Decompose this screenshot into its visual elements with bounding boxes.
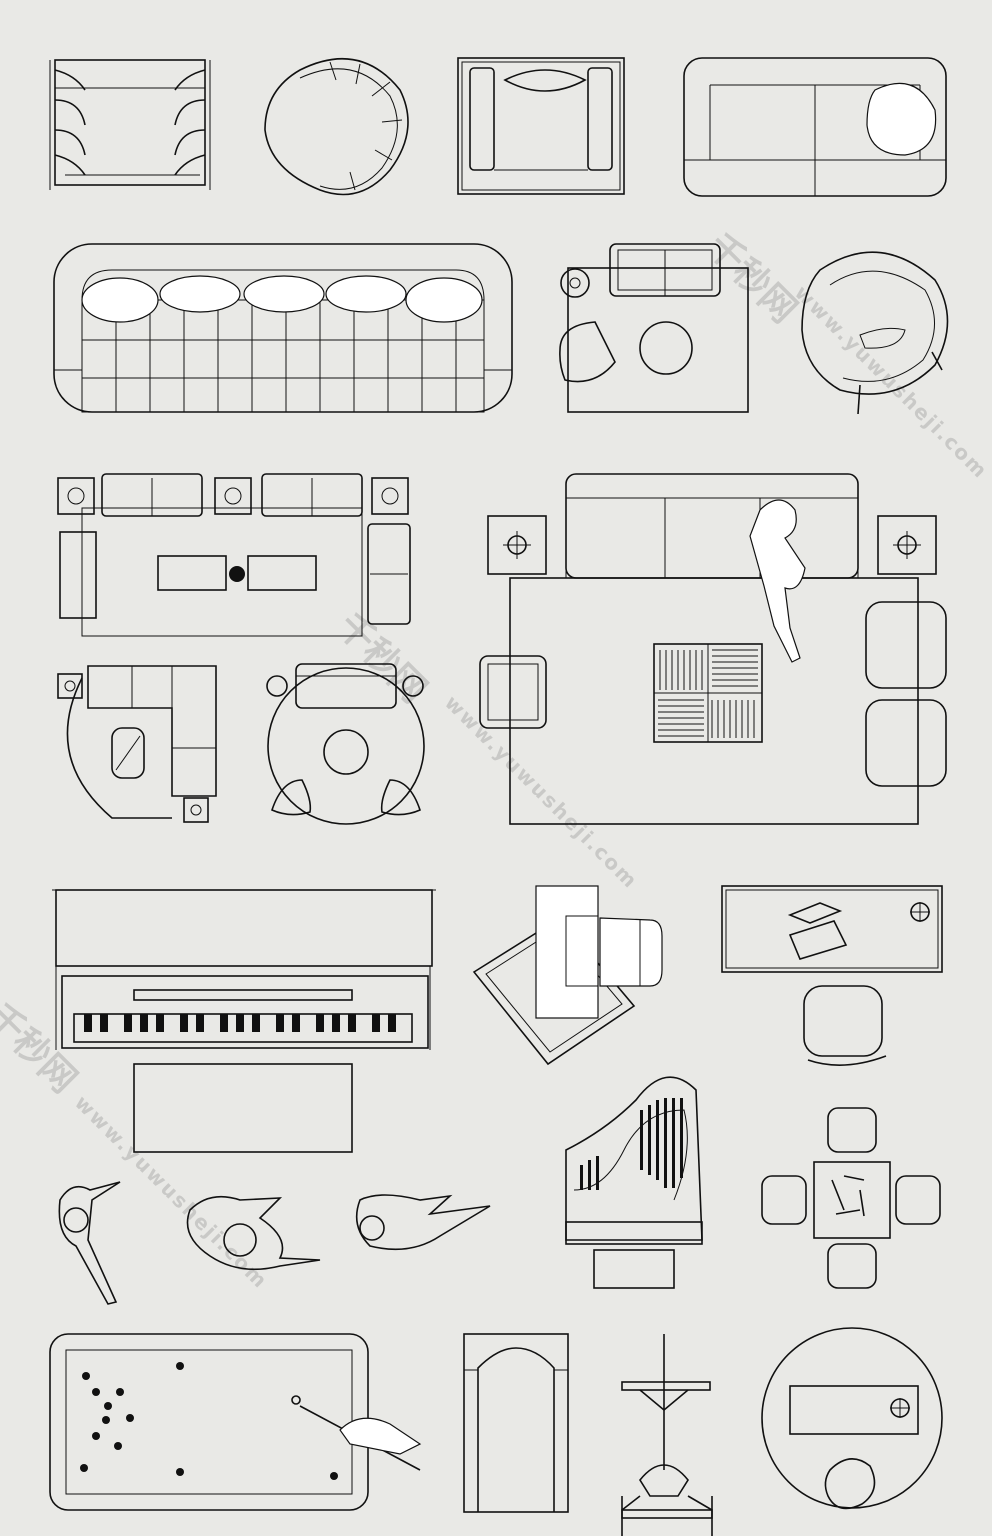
exercise-bike-icon xyxy=(621,1334,713,1536)
round-sofa-set-icon xyxy=(266,663,425,825)
office-desk-icon xyxy=(721,885,943,1066)
walking-people-icons xyxy=(58,1181,491,1305)
armchair-cushion-icon xyxy=(457,57,625,195)
armchair-pair-icon xyxy=(49,59,211,190)
long-sofa-icon xyxy=(53,243,513,413)
upright-piano-icon xyxy=(52,889,436,1153)
round-bucket-chair-icon xyxy=(801,251,949,415)
square-dining-set-icon xyxy=(761,1107,941,1289)
billiard-table-icon xyxy=(49,1333,422,1511)
living-room-layout-icon xyxy=(57,473,411,637)
sectional-corner-sofa-icon xyxy=(57,665,217,823)
treadmill-icon xyxy=(463,1333,569,1513)
lounge-with-person-icon xyxy=(479,473,947,825)
loveseat-with-chair-icon xyxy=(683,57,947,197)
grand-piano-icon xyxy=(565,1076,703,1289)
round-desk-icon xyxy=(761,1327,943,1510)
living-set-small-icon xyxy=(559,243,749,413)
round-lounge-chair-icon xyxy=(264,58,409,196)
desk-with-rug-icon xyxy=(472,885,663,1066)
